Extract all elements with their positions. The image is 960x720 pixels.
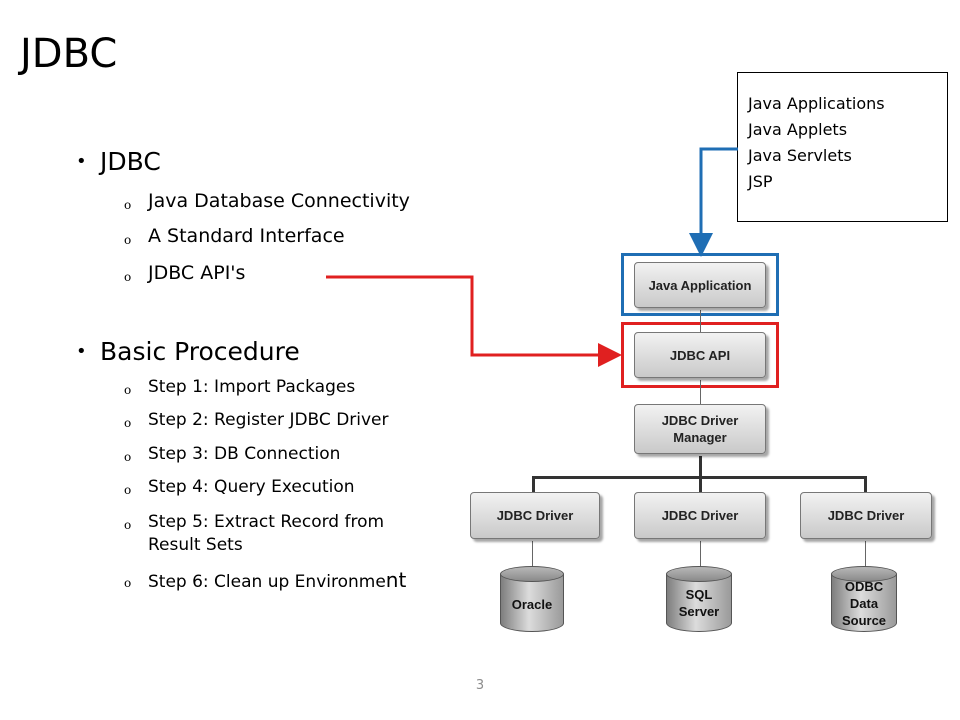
- java-application-box: Java Application: [634, 262, 766, 308]
- oracle-database-icon: Oracle: [500, 566, 564, 632]
- sub-bullet: o Step 3: DB Connection: [124, 444, 341, 464]
- sub-bullet-icon: o: [124, 383, 132, 397]
- cylinder-body: [831, 574, 897, 632]
- jdbc-api-box: JDBC API: [634, 332, 766, 378]
- cylinder-body: [666, 574, 732, 632]
- blue-arrow: [689, 147, 738, 257]
- odbc-data-source-database-icon: ODBC Data Source: [831, 566, 897, 632]
- sub-bullet-icon: o: [124, 518, 132, 532]
- sub-bullet: o Step 4: Query Execution: [124, 477, 355, 497]
- sub-bullet-icon: o: [124, 483, 132, 497]
- connector-line: [532, 541, 533, 567]
- connector-line: [865, 541, 866, 567]
- connector-line: [532, 476, 535, 492]
- sub-bullet: o Java Database Connectivity: [124, 190, 410, 212]
- jdbc-driver-box: JDBC Driver: [634, 492, 766, 539]
- connector-line: [699, 456, 702, 492]
- sub-bullet-icon: o: [124, 233, 132, 247]
- bullet-jdbc: • JDBC: [76, 147, 161, 176]
- datasource-label: SQL Server: [666, 586, 732, 620]
- sub-bullet: o JDBC API's: [124, 262, 246, 284]
- datasource-label-line: Server: [678, 604, 720, 619]
- datasource-label-line: ODBC: [844, 579, 884, 594]
- box-label-line: Manager: [673, 430, 727, 445]
- sub-bullet-text: Step 5: Extract Record from: [148, 512, 385, 532]
- sub-bullet-text-tail: nt: [385, 568, 407, 592]
- sub-bullet-icon: o: [124, 576, 132, 590]
- datasource-label: Oracle: [500, 596, 564, 613]
- sub-bullet-icon: o: [124, 198, 132, 212]
- sub-bullet-text: Step 3: DB Connection: [148, 444, 341, 464]
- datasource-label-line: SQL: [685, 587, 713, 602]
- jdbc-driver-manager-box: JDBC Driver Manager: [634, 404, 766, 454]
- box-label-line: JDBC Driver: [661, 413, 739, 428]
- slide-title: JDBC: [20, 31, 118, 77]
- red-arrow: [326, 275, 622, 367]
- bullet-label: Basic Procedure: [100, 337, 300, 366]
- bullet-label: JDBC: [100, 147, 161, 176]
- page-number: 3: [475, 678, 485, 693]
- sub-bullet-icon: o: [124, 270, 132, 284]
- bullet-dot-icon: •: [76, 341, 87, 362]
- cylinder-top: [831, 566, 897, 582]
- sub-bullet-text: Step 6: Clean up Environme: [148, 572, 386, 592]
- bullet-dot-icon: •: [76, 151, 87, 172]
- sub-bullet: o Step 1: Import Packages: [124, 377, 356, 397]
- datasource-label-line: Oracle: [511, 597, 553, 612]
- callout-line: Java Applets: [748, 120, 848, 139]
- connector-line: [532, 476, 867, 479]
- sub-bullet: o A Standard Interface: [124, 225, 345, 247]
- cylinder-top: [666, 566, 732, 582]
- sub-bullet: o Step 5: Extract Record from: [124, 512, 385, 532]
- connector-line: [700, 380, 701, 404]
- sub-bullet-text: Step 1: Import Packages: [148, 377, 356, 397]
- sub-bullet-icon: o: [124, 416, 132, 430]
- callout-line: Java Servlets: [748, 146, 852, 165]
- sub-bullet-text: Step 4: Query Execution: [148, 477, 355, 497]
- sub-bullet-icon: o: [124, 450, 132, 464]
- callout-line: JSP: [748, 172, 773, 191]
- sub-bullet-continuation: Result Sets: [148, 535, 243, 555]
- sub-bullet-text: JDBC API's: [148, 262, 246, 284]
- sub-bullet-text: Java Database Connectivity: [148, 190, 410, 212]
- cylinder-top: [500, 566, 564, 582]
- jdbc-driver-box: JDBC Driver: [470, 492, 600, 539]
- jdbc-driver-box: JDBC Driver: [800, 492, 932, 539]
- sub-bullet-text: A Standard Interface: [148, 225, 345, 247]
- callout-box: Java Applications Java Applets Java Serv…: [737, 72, 948, 222]
- datasource-label-line: Data: [849, 596, 879, 611]
- callout-line: Java Applications: [748, 94, 885, 113]
- datasource-label-line: Source: [841, 613, 887, 628]
- connector-line: [864, 476, 867, 492]
- sub-bullet: o Step 2: Register JDBC Driver: [124, 410, 389, 430]
- sub-bullet: o Step 6: Clean up Environment: [124, 568, 407, 592]
- sub-bullet-text: Step 2: Register JDBC Driver: [148, 410, 389, 430]
- connector-line: [700, 541, 701, 567]
- sql-server-database-icon: SQL Server: [666, 566, 732, 632]
- connector-line: [700, 310, 701, 334]
- datasource-label: ODBC Data Source: [831, 578, 897, 629]
- bullet-basic-procedure: • Basic Procedure: [76, 337, 300, 366]
